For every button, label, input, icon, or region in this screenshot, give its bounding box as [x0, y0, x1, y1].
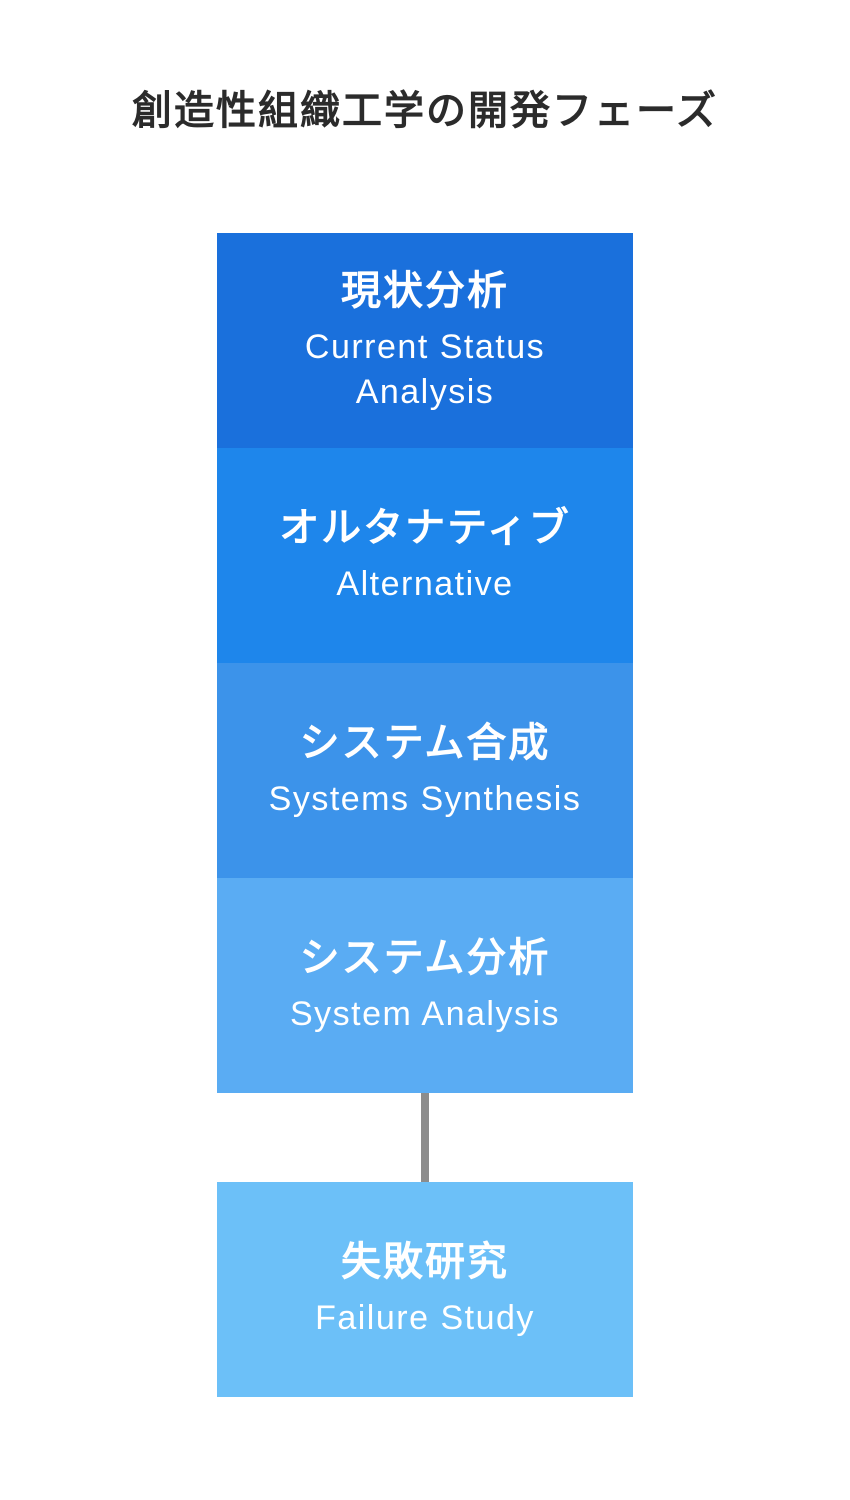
phase-current-status-analysis: 現状分析 Current Status Analysis	[217, 233, 633, 448]
phase-title-ja: 現状分析	[341, 268, 509, 315]
phase-failure-study: 失敗研究 Failure Study	[217, 1182, 633, 1397]
phase-systems-synthesis: システム合成 Systems Synthesis	[217, 663, 633, 878]
phase-title-ja: オルタナティブ	[279, 505, 571, 552]
phase-title-en: System Analysis	[289, 995, 561, 1034]
phase-title-en: Alternative	[336, 565, 514, 604]
phase-title-en: Current Status Analysis	[304, 328, 546, 411]
phase-title-ja: システム分析	[299, 935, 551, 982]
phase-title-ja: 失敗研究	[341, 1239, 509, 1286]
connector-line	[421, 1093, 429, 1182]
phase-title-ja: システム合成	[299, 720, 551, 767]
phase-alternative: オルタナティブ Alternative	[217, 448, 633, 663]
phase-title-en: Failure Study	[315, 1299, 535, 1338]
phase-title-en: Systems Synthesis	[268, 780, 582, 819]
phase-system-analysis: システム分析 System Analysis	[217, 878, 633, 1093]
page-title: 創造性組織工学の開発フェーズ	[132, 88, 718, 134]
